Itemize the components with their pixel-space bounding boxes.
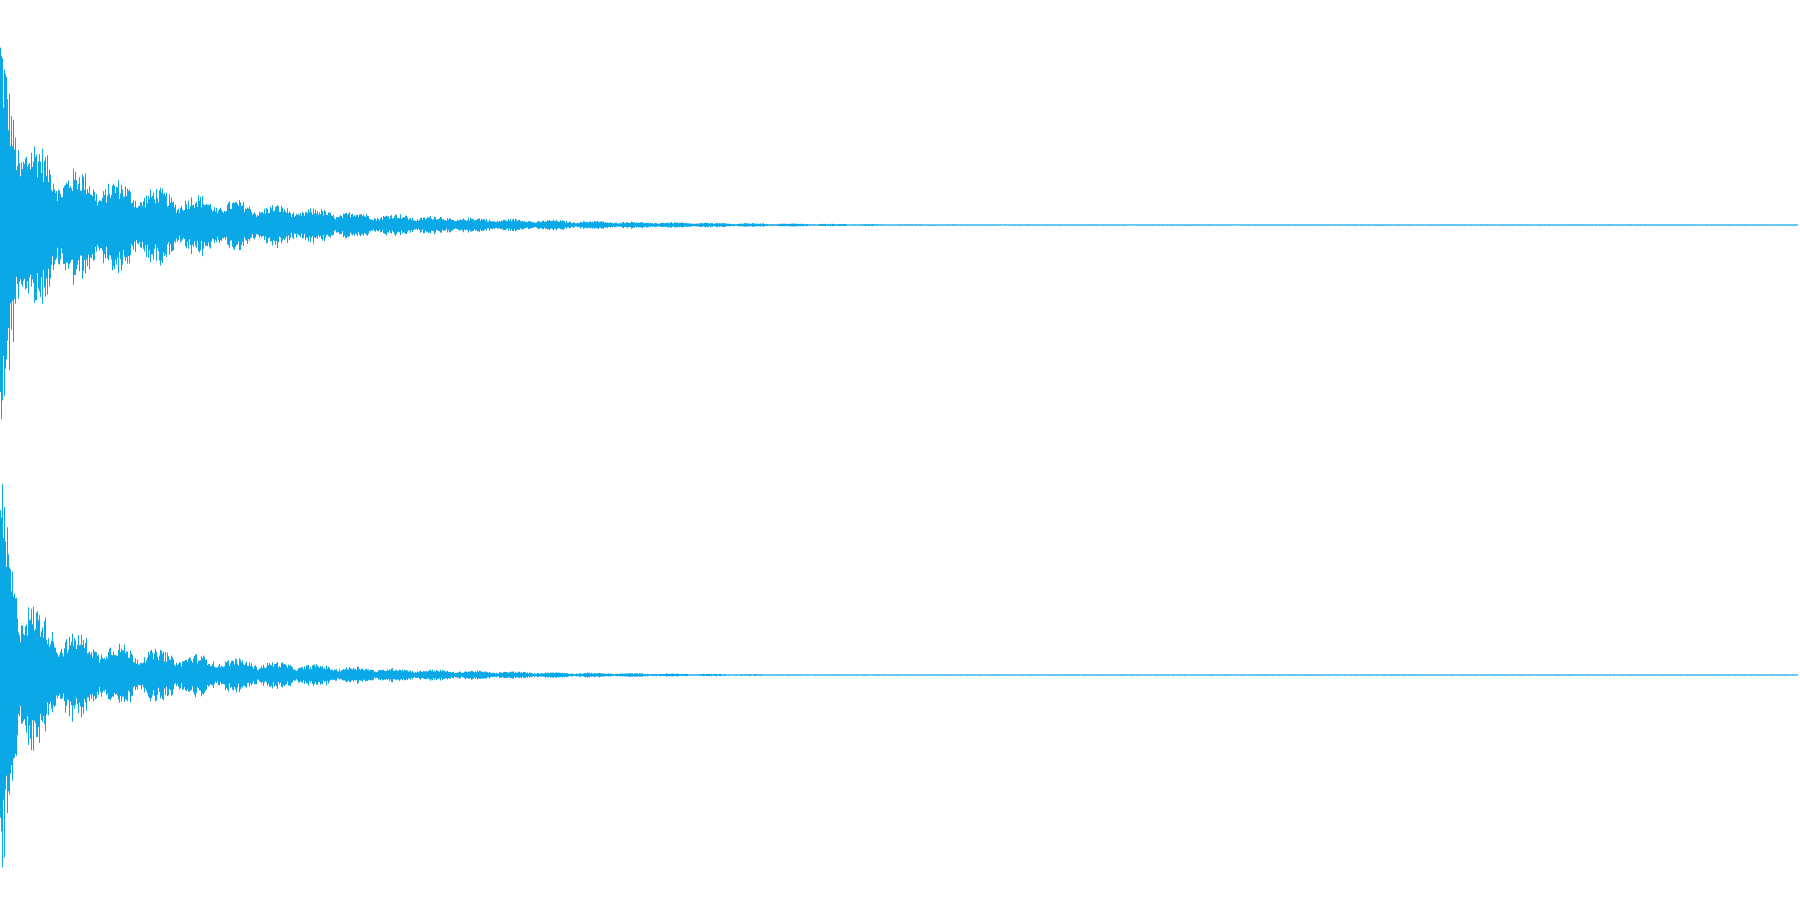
channel-2-waveform[interactable]: [0, 484, 1798, 868]
channel-1-wave-path: [0, 47, 1798, 420]
channel-1-waveform[interactable]: [0, 47, 1798, 420]
channel-2-wave-path: [0, 484, 1798, 868]
